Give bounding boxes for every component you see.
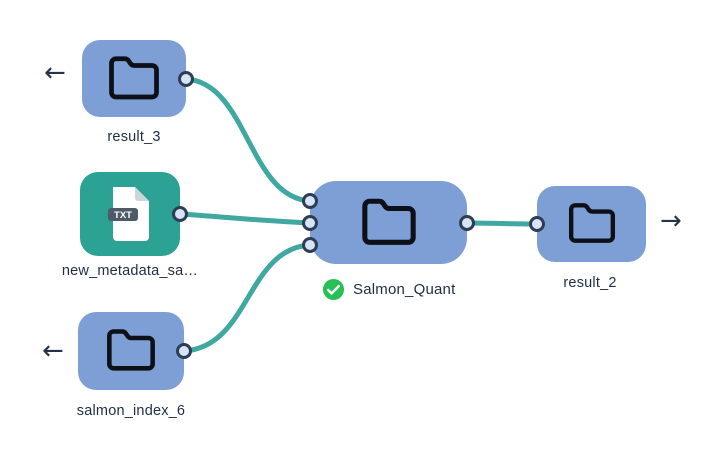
node-salmon-quant[interactable] (310, 181, 467, 264)
status-success-icon (322, 278, 345, 301)
offscreen-right-arrow[interactable]: → (660, 206, 682, 236)
node-label-salmon-index-6: salmon_index_6 (76, 403, 186, 419)
node-label-result-3: result_3 (107, 129, 161, 145)
node-label-result-2: result_2 (563, 275, 617, 291)
folder-icon (361, 198, 416, 245)
offscreen-left-arrow-bottom[interactable]: ← (42, 336, 64, 366)
port-salmon-index-6-output[interactable] (176, 343, 192, 359)
txt-file-icon: TXT (108, 187, 149, 241)
node-label-salmon-quant: Salmon_Quant (353, 281, 456, 298)
edge-index-to-salmonquant[interactable] (181, 242, 313, 354)
node-result-2[interactable] (537, 186, 646, 262)
node-result-3[interactable] (82, 40, 186, 117)
port-new-metadata-output[interactable] (172, 206, 188, 222)
folder-icon (109, 55, 159, 99)
offscreen-left-arrow-top[interactable]: ← (44, 58, 66, 88)
port-result-3-output[interactable] (178, 71, 194, 87)
edge-result3-to-salmonquant[interactable] (183, 76, 313, 204)
edge-metadata-to-salmonquant[interactable] (177, 211, 313, 226)
port-result-2-input[interactable] (529, 216, 545, 232)
salmon-quant-status-row: Salmon_Quant (322, 278, 455, 301)
port-salmon-quant-input-1[interactable] (302, 193, 318, 209)
edge-salmonquant-to-result2[interactable] (464, 220, 540, 227)
node-new-metadata[interactable]: TXT (80, 172, 180, 256)
port-salmon-quant-input-2[interactable] (302, 215, 318, 231)
node-salmon-index-6[interactable] (78, 312, 184, 390)
node-label-new-metadata: new_metadata_sa… (61, 263, 199, 279)
txt-badge: TXT (114, 210, 132, 221)
folder-icon (568, 203, 615, 243)
port-salmon-quant-output[interactable] (459, 215, 475, 231)
port-salmon-quant-input-3[interactable] (302, 237, 318, 253)
folder-icon (107, 329, 155, 371)
